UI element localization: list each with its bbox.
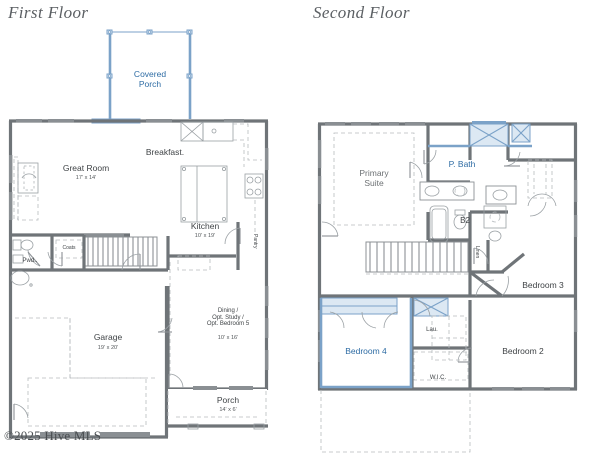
bedroom-3-closet <box>527 159 557 207</box>
second-floor-walls <box>317 122 578 391</box>
dining-room-outline <box>168 255 211 389</box>
linen-closet <box>470 240 504 274</box>
hall-angled-wall <box>469 252 526 298</box>
stairs-second-floor <box>365 241 469 275</box>
second-floor-drawing <box>317 121 578 453</box>
first-floor-title: First Floor <box>8 3 89 22</box>
bedroom-doors <box>329 201 547 363</box>
first-floor-walls <box>8 119 269 439</box>
front-porch-outline <box>166 386 268 430</box>
coats-closet <box>50 235 86 270</box>
copyright-notice: ©2025 Hive MLS <box>4 428 102 443</box>
lower-footprint-dashed <box>320 390 471 453</box>
great-room-fixtures <box>13 156 39 221</box>
first-floor-drawing <box>8 29 269 439</box>
powder-room-fixtures <box>10 239 63 287</box>
garage-outline <box>13 317 158 437</box>
primary-suite-outline <box>321 132 415 237</box>
covered-porch-outline <box>91 29 193 124</box>
wic-outline <box>413 351 469 381</box>
laundry-equipment <box>431 315 467 361</box>
second-floor-blue-accents <box>319 121 532 389</box>
second-floor-title: Second Floor <box>313 3 410 22</box>
kitchen-fixtures <box>180 121 264 270</box>
primary-bath-fixtures <box>409 149 521 243</box>
stairs-first-floor <box>84 234 158 267</box>
